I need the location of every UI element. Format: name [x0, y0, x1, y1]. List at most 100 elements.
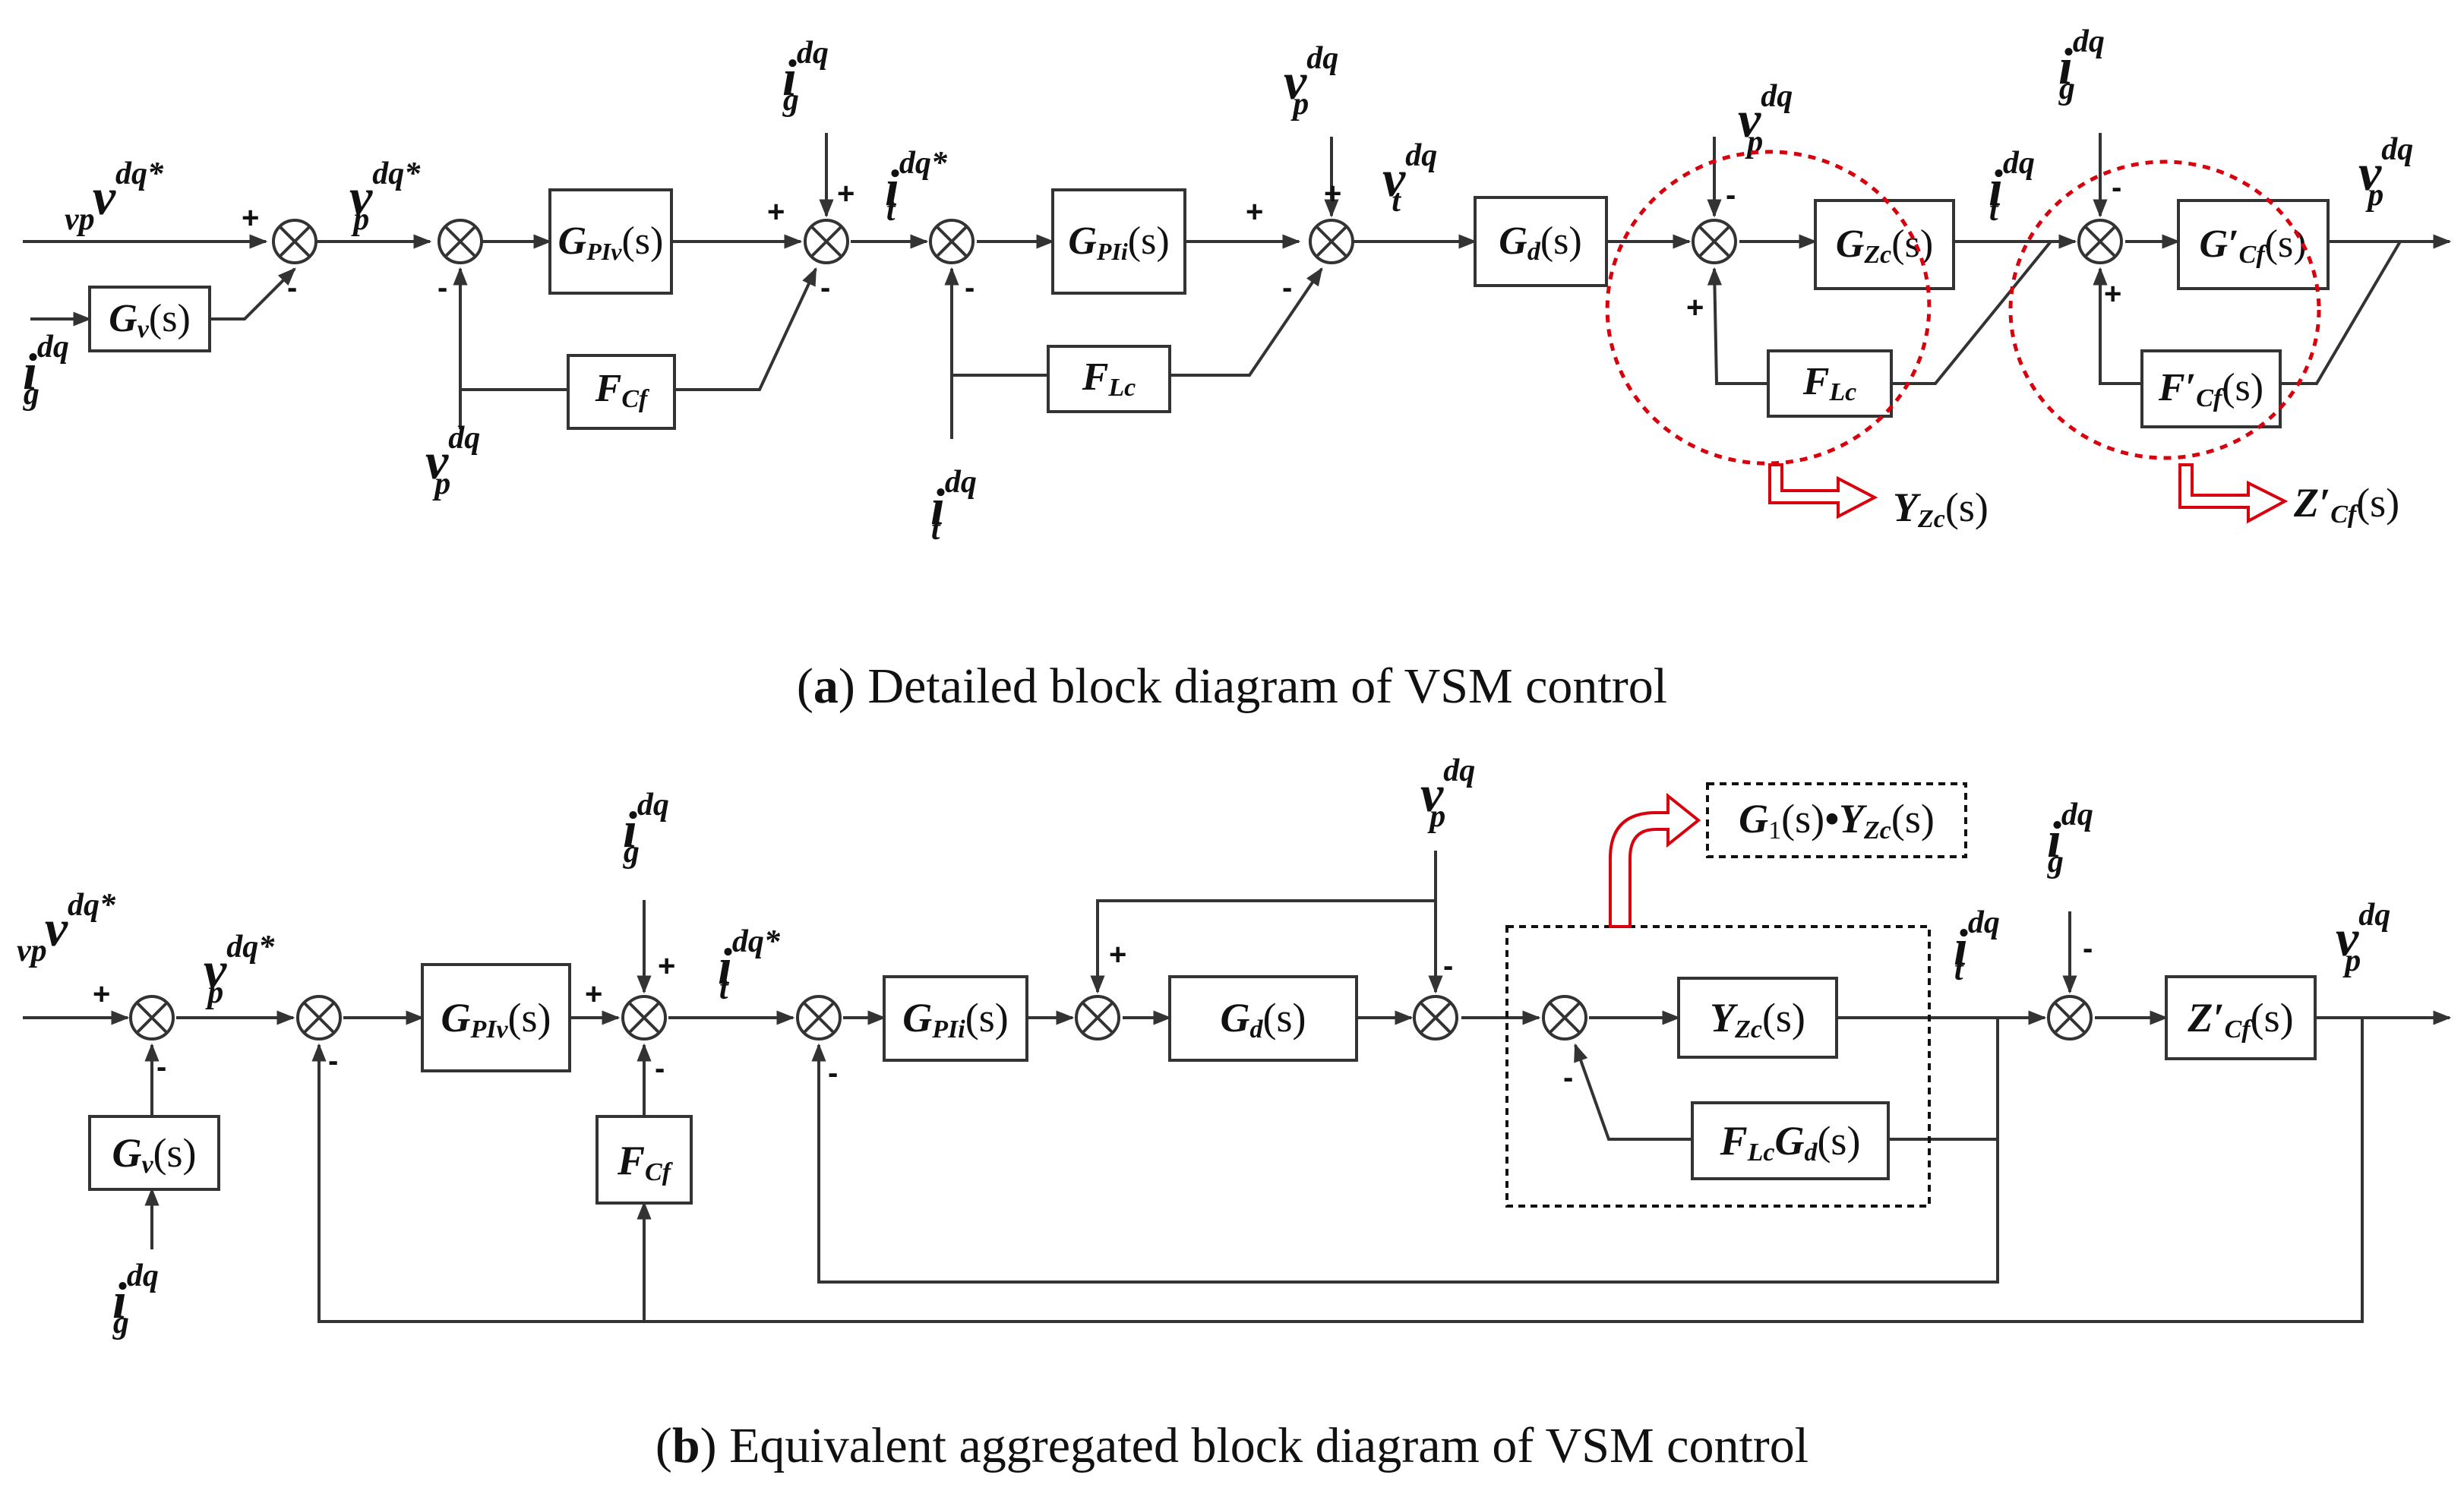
block-flc: FLc — [1047, 345, 1171, 413]
svg-text:+: + — [767, 195, 785, 229]
svg-text:+: + — [658, 949, 675, 983]
sum-junction — [2047, 995, 2093, 1041]
svg-text:G′Cf(s): G′Cf(s) — [2199, 223, 2306, 269]
block-gzc: GZc(s) — [1814, 199, 1955, 290]
svg-text:+: + — [2104, 277, 2121, 311]
caption-b: (b) Equivalent aggregated block diagram … — [655, 1418, 1809, 1473]
svg-text:Gd(s): Gd(s) — [1499, 219, 1581, 266]
wires-a — [23, 133, 2452, 439]
diagram-b: Gv(s) GPIv(s) FCf GPIi(s) Gd(s) YZc(s) F… — [17, 753, 2452, 1473]
svg-text:-: - — [965, 271, 975, 305]
signs-b: + - - + + - - + - - - — [93, 932, 2093, 1094]
label-yzc: YZc(s) — [1893, 485, 1989, 533]
sum-junction — [296, 995, 342, 1041]
signal-it-ref: idq*t — [885, 146, 948, 228]
block-gpiv: GPIv(s) — [421, 963, 571, 1072]
block-zcf-prime: Z′Cf(s) — [2165, 975, 2317, 1060]
block-flc-gd: FLcGd(s) — [1691, 1101, 1890, 1180]
svg-text:FLcGd(s): FLcGd(s) — [1720, 1118, 1861, 1167]
svg-text:-: - — [1282, 271, 1292, 305]
signs-a: + - - + + - - + + - - + - + — [242, 171, 2121, 324]
svg-text:-: - — [1443, 949, 1453, 983]
sum-junction — [2077, 219, 2123, 264]
block-gpiv: GPIv(s) — [548, 188, 673, 295]
block-gpii: GPIi(s) — [1051, 188, 1186, 295]
svg-text:GPIi(s): GPIi(s) — [1068, 219, 1169, 265]
svg-text:Gv(s): Gv(s) — [109, 297, 191, 343]
sum-junction — [1413, 995, 1458, 1041]
block-flc-inner: FLc — [1767, 349, 1893, 418]
arrow-zcf-icon — [2178, 463, 2289, 524]
svg-text:-: - — [1726, 178, 1736, 212]
block-gd: Gd(s) — [1168, 975, 1358, 1062]
svg-text:FLc: FLc — [1082, 355, 1136, 402]
svg-text:+: + — [837, 177, 855, 210]
svg-text:GPIv(s): GPIv(s) — [441, 995, 551, 1044]
svg-text:+: + — [1109, 938, 1126, 971]
svg-text:-: - — [328, 1044, 338, 1078]
arrow-yzc-icon — [1768, 463, 1878, 519]
svg-text:YZc(s): YZc(s) — [1710, 995, 1805, 1044]
svg-text:-: - — [2083, 932, 2093, 965]
signal-vvp-ref: vdq*vp — [65, 156, 164, 237]
svg-text:-: - — [438, 271, 447, 305]
junctions-a — [272, 219, 2123, 264]
sum-junction — [129, 995, 175, 1041]
svg-text:+: + — [1686, 291, 1704, 324]
aggregate-group: G1(s)•YZc(s) — [1505, 782, 1967, 1208]
block-fcf-prime: F′Cf(s) — [2140, 349, 2282, 428]
svg-text:-: - — [828, 1056, 838, 1090]
block-gpii: GPIi(s) — [883, 975, 1028, 1062]
block-gcf-prime: G′Cf(s) — [2177, 199, 2330, 290]
signal-it-ref: idq*t — [718, 924, 781, 1006]
label-zcf-prime: Z′Cf(s) — [2293, 480, 2399, 529]
svg-text:FCf: FCf — [595, 367, 650, 413]
sum-junction — [438, 219, 483, 264]
svg-text:GZc(s): GZc(s) — [1836, 223, 1933, 269]
svg-text:-: - — [655, 1052, 665, 1085]
block-fcf: FCf — [595, 1115, 693, 1205]
sum-junction — [621, 995, 667, 1041]
diagram-a: Gv(s) GPIv(s) FCf GPIi(s) FLc Gd(s) GZc(… — [23, 24, 2452, 714]
svg-text:+: + — [242, 201, 259, 235]
svg-text:GPIi(s): GPIi(s) — [902, 995, 1008, 1044]
label-g1-yzc: G1(s)•YZc(s) — [1739, 796, 1935, 845]
signal-vvp-ref: vdq*vp — [17, 888, 116, 968]
signal-vp-ref: vdq*p — [204, 930, 275, 1010]
svg-text:+: + — [1324, 177, 1341, 210]
svg-text:FLc: FLc — [1802, 360, 1857, 406]
svg-text:FCf: FCf — [617, 1138, 674, 1186]
sum-junction — [1692, 219, 1737, 264]
svg-text:-: - — [156, 1050, 166, 1084]
svg-text:+: + — [1246, 195, 1263, 229]
svg-text:-: - — [820, 271, 830, 305]
signal-vp-ref: vdq*p — [349, 156, 421, 237]
sum-junction — [1075, 995, 1120, 1041]
wires-b — [23, 851, 2452, 1323]
sum-junction — [1542, 995, 1587, 1041]
block-yzc: YZc(s) — [1677, 977, 1838, 1059]
red-curved-arrow-icon — [1609, 792, 1701, 928]
sum-junction — [804, 219, 849, 264]
highlight-a: YZc(s) Z′Cf(s) — [1605, 150, 2399, 533]
svg-text:Gd(s): Gd(s) — [1221, 995, 1306, 1044]
svg-text:GPIv(s): GPIv(s) — [558, 219, 664, 265]
sum-junction — [272, 219, 317, 264]
sum-junction — [796, 995, 842, 1041]
